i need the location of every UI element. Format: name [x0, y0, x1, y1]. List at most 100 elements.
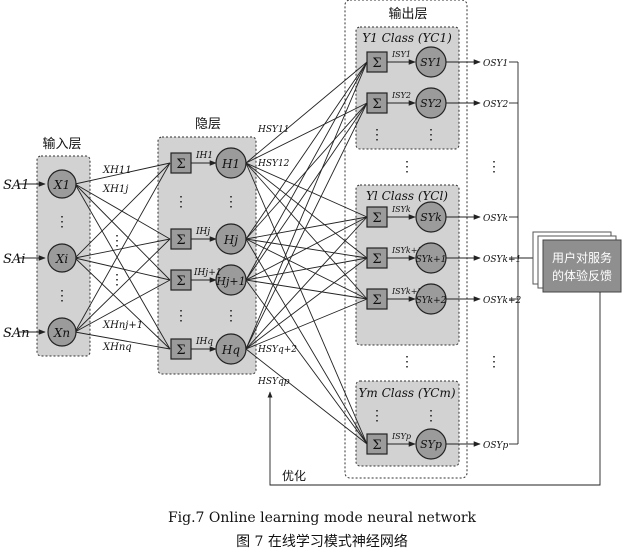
output-node-label: SYp — [420, 438, 442, 451]
optimize-label: 优化 — [282, 469, 306, 483]
class-gap-ellipsis-2: ⋮ — [400, 354, 414, 370]
sum-icon: Σ — [176, 274, 185, 289]
ih-label-j: IHj — [195, 227, 210, 237]
class-title-1: Y1 Class (YC1) — [362, 31, 452, 45]
hidden-layer-title: 隐层 — [195, 117, 221, 132]
output-ellipsis-cm-sum: ⋮ — [370, 408, 384, 424]
input-node-1: X1 — [47, 169, 77, 199]
feedback-box: 用户对服务 的体验反馈 — [532, 231, 622, 293]
sa-label-n: SAn — [3, 326, 30, 341]
isy-label: ISYk+2 — [391, 287, 423, 296]
ih-label-q: IHq — [195, 337, 213, 347]
hidden-output-connections — [245, 61, 368, 445]
hidden-node-1-label: H1 — [221, 157, 240, 171]
output-node-label: SYk — [420, 211, 442, 224]
isy-label: ISYk+1 — [391, 246, 423, 255]
sum-icon: Σ — [372, 211, 381, 226]
input-node-n-label: Xn — [53, 326, 70, 340]
feedback-text-line2: 的体验反馈 — [552, 268, 612, 283]
input-hidden-connections — [74, 162, 171, 350]
hsy-label-11: HSY11 — [257, 125, 289, 135]
os-label: OSY1 — [483, 59, 508, 69]
isy-label: ISYp — [391, 432, 411, 441]
xh-label-1j: XH1j — [102, 184, 128, 195]
caption-chinese: 图 7 在线学习模式神经网络 — [236, 534, 408, 550]
hidden-ellipsis-node-1: ⋮ — [224, 194, 238, 210]
output-node-label: SY2 — [420, 97, 442, 110]
xh-label-nj1: XHnj+1 — [102, 320, 143, 331]
sum-icon: Σ — [372, 56, 381, 71]
hsy-label-qp: HSYqp — [257, 377, 290, 387]
os-ellipsis-2: ⋮ — [487, 354, 501, 370]
xh-label-11: XH11 — [102, 165, 132, 176]
os-label: OSYk+1 — [483, 255, 521, 265]
isy-label: ISY1 — [391, 50, 411, 59]
input-node-n: Xn — [47, 317, 77, 347]
class-gap-ellipsis-1: ⋮ — [400, 159, 414, 175]
optimization-feedback-loop — [267, 292, 601, 486]
hidden-unit-q: Σ Hq IHq — [170, 333, 247, 365]
hidden-node-j-label: Hj — [223, 233, 238, 247]
output-node-label: SYk+2 — [416, 296, 447, 306]
output-layer-frame — [344, 0, 468, 479]
output-ellipsis-cm-node: ⋮ — [424, 408, 438, 424]
hidden-ellipsis-node-2: ⋮ — [224, 308, 238, 324]
os-label: OSY2 — [483, 100, 508, 110]
os-ellipsis-1: ⋮ — [487, 159, 501, 175]
sum-icon: Σ — [372, 97, 381, 112]
hidden-unit-1: Σ H1 IH1 — [170, 147, 247, 179]
hidden-node-q-label: Hq — [221, 343, 240, 357]
isy-label: ISY2 — [391, 91, 411, 100]
os-label: OSYk — [483, 214, 508, 224]
caption-english: Fig.7 Online learning mode neural networ… — [168, 510, 477, 526]
input-node-1-label: X1 — [53, 178, 70, 192]
input-node-i: Xi — [47, 243, 77, 273]
sum-icon: Σ — [372, 252, 381, 267]
input-ellipsis-2: ⋮ — [55, 288, 69, 304]
sum-icon: Σ — [176, 233, 185, 248]
output-ellipsis-c1-sum: ⋮ — [370, 127, 384, 143]
hidden-layer-panel — [157, 136, 257, 375]
hidden-node-j1-label: Hj+1 — [215, 275, 245, 288]
sum-icon: Σ — [372, 438, 381, 453]
output-node-label: SY1 — [420, 56, 442, 69]
ih-label-j1: IHj+1 — [193, 268, 221, 278]
sum-icon: Σ — [176, 343, 185, 358]
xh-label-nq: XHnq — [102, 342, 132, 353]
xh-ellipsis-2: ⋮ — [110, 272, 124, 288]
feedback-text-line1: 用户对服务 — [552, 250, 612, 265]
output-node-label: SYk+1 — [416, 255, 447, 265]
class-title-m: Ym Class (YCm) — [358, 386, 455, 400]
output-layer-title: 输出层 — [388, 6, 427, 22]
hidden-ellipsis-sum-1: ⋮ — [174, 194, 188, 210]
os-label: OSYk+2 — [483, 296, 521, 306]
input-layer-title: 输入层 — [42, 136, 81, 152]
input-node-i-label: Xi — [55, 252, 69, 266]
hsy-label-q2: HSYq+2 — [257, 345, 297, 355]
input-ellipsis-1: ⋮ — [55, 214, 69, 230]
hidden-unit-j: Σ Hj IHj — [170, 223, 247, 255]
sa-label-i: SAi — [3, 252, 25, 267]
sum-icon: Σ — [176, 157, 185, 172]
sum-icon: Σ — [372, 293, 381, 308]
os-label: OSYp — [483, 441, 508, 451]
ih-label-1: IH1 — [195, 151, 213, 161]
hidden-unit-j1: Σ Hj+1 IHj+1 — [170, 264, 247, 296]
output-ellipsis-c1-node: ⋮ — [424, 127, 438, 143]
hsy-label-12: HSY12 — [257, 159, 290, 169]
isy-label: ISYk — [391, 205, 411, 214]
hidden-ellipsis-sum-2: ⋮ — [174, 308, 188, 324]
input-sa-arrows — [18, 181, 46, 335]
xh-ellipsis-1: ⋮ — [110, 233, 124, 249]
sa-label-1: SA1 — [3, 178, 30, 193]
class-title-l: Yl Class (YCl) — [366, 189, 448, 203]
